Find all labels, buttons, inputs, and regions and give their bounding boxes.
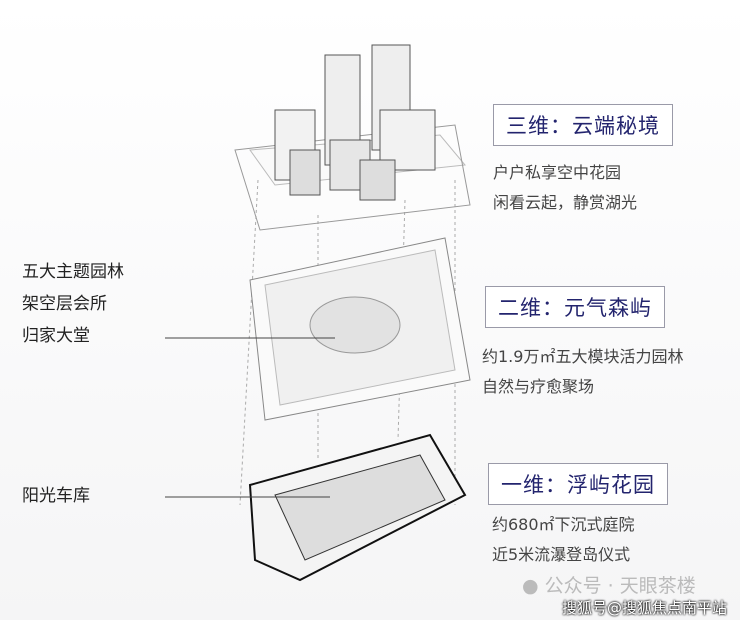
level-3-title: 三维：云端秘境 xyxy=(493,104,673,146)
desc-line: 户户私享空中花园 xyxy=(493,163,622,182)
level-2-title: 二维：元气森屿 xyxy=(485,286,665,328)
middle-left-labels: 五大主题园林 架空层会所 归家大堂 xyxy=(22,256,124,352)
watermark-source: 搜狐号@搜狐焦点南平站 xyxy=(562,599,728,617)
left-label: 五大主题园林 xyxy=(22,262,124,282)
desc-line: 约1.9万㎡五大模块活力园林 xyxy=(482,347,684,366)
desc-line: 约680㎡下沉式庭院 xyxy=(492,515,635,534)
top-layer-towers xyxy=(234,44,471,231)
bottom-left-label: 阳光车库 xyxy=(22,486,90,506)
pointer-lines xyxy=(165,337,335,498)
watermark-account: ● 公众号 · 天眼茶楼 xyxy=(522,576,696,596)
left-label: 归家大堂 xyxy=(22,326,90,346)
left-label: 架空层会所 xyxy=(22,294,107,314)
desc-line: 闲看云起，静赏湖光 xyxy=(493,193,638,212)
level-2-desc: 约1.9万㎡五大模块活力园林 自然与疗愈聚场 xyxy=(482,342,683,402)
middle-layer-garden xyxy=(249,237,471,421)
desc-line: 自然与疗愈聚场 xyxy=(482,377,595,396)
level-1-title: 一维：浮屿花园 xyxy=(488,463,668,505)
level-3-desc: 户户私享空中花园 闲看云起，静赏湖光 xyxy=(493,158,637,218)
level-1-desc: 约680㎡下沉式庭院 近5米流瀑登岛仪式 xyxy=(492,510,635,570)
wechat-icon: ● xyxy=(522,575,539,597)
watermark-account-text: 公众号 · 天眼茶楼 xyxy=(544,575,696,597)
bottom-layer-garage xyxy=(248,433,467,582)
desc-line: 近5米流瀑登岛仪式 xyxy=(492,545,631,564)
